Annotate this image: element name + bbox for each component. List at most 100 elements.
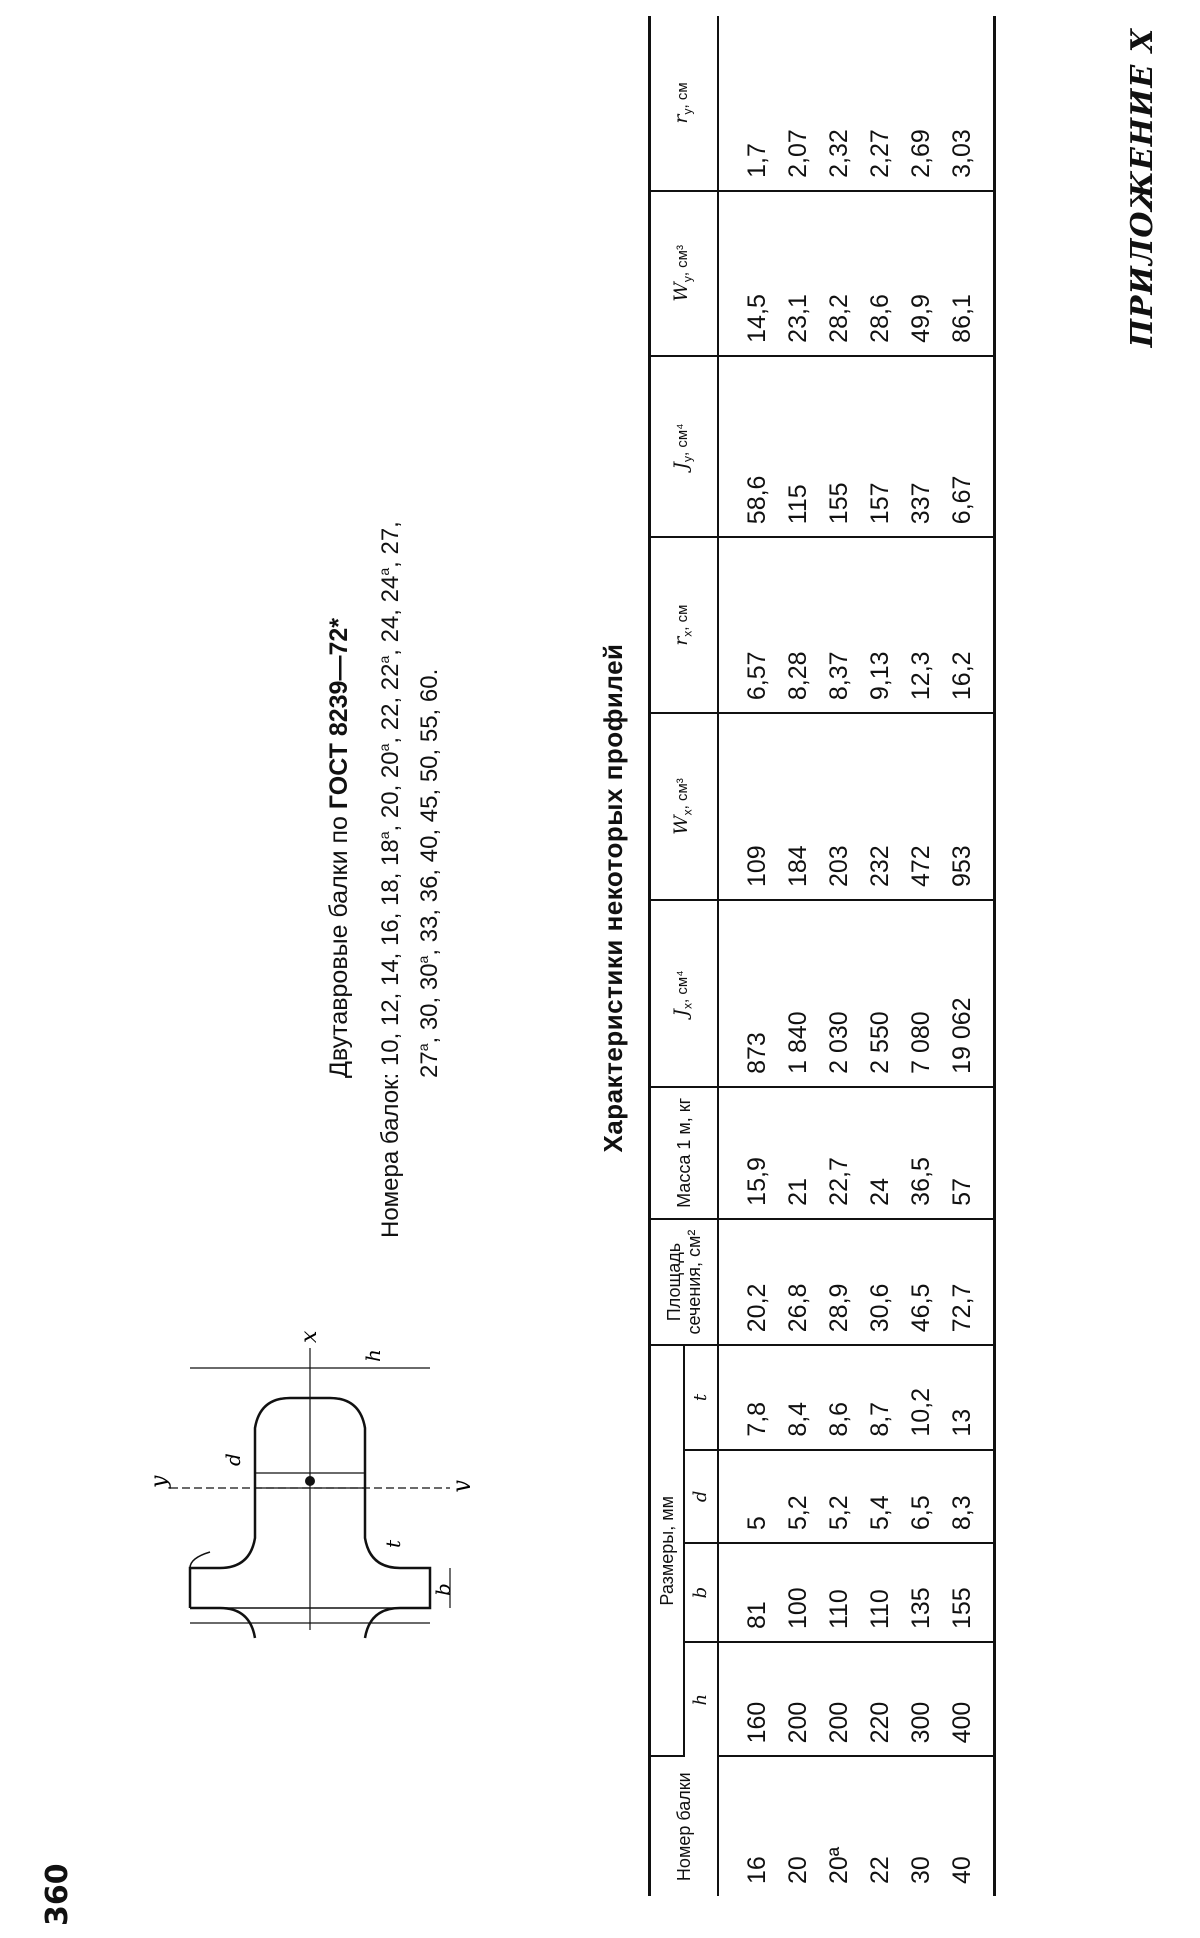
cell-mass: 15,9 [718, 1087, 778, 1219]
cell-jy: 155 [819, 356, 860, 537]
cell-wy: 28,6 [860, 191, 901, 356]
header-t: t [684, 1345, 718, 1449]
page-number: 360 [40, 1863, 75, 1926]
cell-number: 20 [778, 1756, 819, 1896]
header-h: h [684, 1642, 718, 1756]
cell-wx: 953 [942, 713, 995, 900]
table-body: 161608157,820,215,98731096,5758,614,51,7… [718, 16, 995, 1896]
cell-b: 100 [778, 1543, 819, 1642]
cell-d: 5 [718, 1450, 778, 1543]
table-row: 20ª2001105,28,628,922,72 0302038,3715528… [819, 16, 860, 1896]
cell-jy: 157 [860, 356, 901, 537]
cell-ry: 3,03 [942, 16, 995, 191]
cell-wx: 203 [819, 713, 860, 900]
i-beam-figure: x y y t d b h [150, 1318, 470, 1648]
figure-label-y: y [150, 1475, 172, 1489]
cell-wy: 14,5 [718, 191, 778, 356]
header-mass: Масса 1 м, кг [650, 1087, 719, 1219]
cell-area: 28,9 [819, 1219, 860, 1345]
figure-label-t: t [381, 1539, 405, 1548]
cell-jx: 2 550 [860, 900, 901, 1087]
cell-mass: 36,5 [901, 1087, 942, 1219]
section-title: Двутавровые балки по ГОСТ 8239—72* [325, 398, 354, 1298]
table-row: 202001005,28,426,8211 8401848,2811523,12… [778, 16, 819, 1896]
cell-rx: 8,37 [819, 537, 860, 713]
header-area: Площадь сечения, см² [650, 1219, 719, 1345]
title-text: Двутавровые балки по [325, 809, 353, 1078]
cell-area: 46,5 [901, 1219, 942, 1345]
beam-numbers-list-2: 27а, 30, 30а, 33, 36, 40, 45, 50, 55, 60… [416, 669, 443, 1078]
cell-b: 155 [942, 1543, 995, 1642]
header-b: b [684, 1543, 718, 1642]
cell-t: 8,7 [860, 1345, 901, 1449]
header-jy: Jy, см⁴ [650, 356, 719, 537]
cell-area: 20,2 [718, 1219, 778, 1345]
cell-b: 81 [718, 1543, 778, 1642]
cell-jx: 1 840 [778, 900, 819, 1087]
cell-t: 13 [942, 1345, 995, 1449]
cell-rx: 6,57 [718, 537, 778, 713]
cell-d: 5,4 [860, 1450, 901, 1543]
figure-label-h: h [361, 1349, 385, 1362]
cell-number: 30 [901, 1756, 942, 1896]
cell-area: 30,6 [860, 1219, 901, 1345]
header-wy: Wy, см³ [650, 191, 719, 356]
beam-numbers-label: Номера балок: [377, 1073, 404, 1238]
cell-rx: 12,3 [901, 537, 942, 713]
cell-number: 16 [718, 1756, 778, 1896]
table-row: 404001558,31372,75719 06295316,26,6786,1… [942, 16, 995, 1896]
cell-area: 26,8 [778, 1219, 819, 1345]
cell-wx: 472 [901, 713, 942, 900]
cell-wy: 28,2 [819, 191, 860, 356]
cell-b: 110 [860, 1543, 901, 1642]
cell-t: 10,2 [901, 1345, 942, 1449]
header-number: Номер балки [650, 1756, 719, 1896]
cell-jx: 873 [718, 900, 778, 1087]
header-rx: rx, см [650, 537, 719, 713]
cell-jx: 2 030 [819, 900, 860, 1087]
cell-number: 40 [942, 1756, 995, 1896]
cell-h: 300 [901, 1642, 942, 1756]
cell-jx: 19 062 [942, 900, 995, 1087]
cell-b: 110 [819, 1543, 860, 1642]
figure-label-b: b [431, 1583, 455, 1596]
header-wx: Wx, см³ [650, 713, 719, 900]
figure-label-x: x [297, 1330, 322, 1343]
cell-wy: 86,1 [942, 191, 995, 356]
cell-jx: 7 080 [901, 900, 942, 1087]
cell-jy: 58,6 [718, 356, 778, 537]
header-d: d [684, 1450, 718, 1543]
beam-numbers: Номера балок: 10, 12, 14, 16, 18, 18а, 2… [368, 318, 446, 1238]
cell-rx: 8,28 [778, 537, 819, 713]
cell-mass: 22,7 [819, 1087, 860, 1219]
cell-wy: 23,1 [778, 191, 819, 356]
cell-rx: 16,2 [942, 537, 995, 713]
profiles-table: Номер балки Размеры, мм Площадь сечения,… [648, 16, 996, 1896]
cell-ry: 2,32 [819, 16, 860, 191]
cell-wx: 184 [778, 713, 819, 900]
cell-t: 7,8 [718, 1345, 778, 1449]
table-row: 303001356,510,246,536,57 08047212,333749… [901, 16, 942, 1896]
cell-rx: 9,13 [860, 537, 901, 713]
header-ry: ry, см [650, 16, 719, 191]
figure-label-y-bottom: y [449, 1480, 470, 1494]
cell-ry: 2,07 [778, 16, 819, 191]
cell-jy: 6,67 [942, 356, 995, 537]
cell-d: 5,2 [778, 1450, 819, 1543]
cell-h: 160 [718, 1642, 778, 1756]
cell-area: 72,7 [942, 1219, 995, 1345]
cell-mass: 24 [860, 1087, 901, 1219]
beam-numbers-line-2: 27а, 30, 30а, 33, 36, 40, 45, 50, 55, 60… [407, 318, 446, 1238]
cell-h: 200 [819, 1642, 860, 1756]
cell-ry: 1,7 [718, 16, 778, 191]
beam-numbers-list-1: 10, 12, 14, 16, 18, 18а, 20, 20а, 22, 22… [377, 521, 404, 1066]
title-standard: ГОСТ 8239—72* [325, 618, 353, 809]
cell-wx: 232 [860, 713, 901, 900]
cell-ry: 2,27 [860, 16, 901, 191]
cell-t: 8,4 [778, 1345, 819, 1449]
figure-label-d: d [221, 1453, 245, 1466]
cell-d: 8,3 [942, 1450, 995, 1543]
cell-number: 20ª [819, 1756, 860, 1896]
cell-ry: 2,69 [901, 16, 942, 191]
